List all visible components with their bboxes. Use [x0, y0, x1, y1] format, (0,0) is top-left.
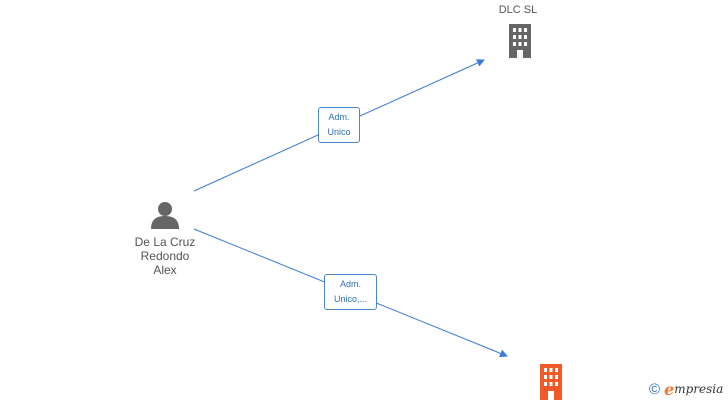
relation-label-2-line-2: Unico,...	[333, 294, 367, 304]
company-name-dlc[interactable]: DLC SL	[498, 4, 538, 16]
brand-logo-text: mpresia	[674, 382, 724, 396]
brand-logo-initial: e	[664, 379, 675, 399]
building-icon[interactable]	[535, 364, 567, 400]
person-name[interactable]: De La Cruz Redondo Alex	[115, 235, 215, 277]
relation-label-2-line-1: Adm.	[339, 279, 361, 289]
person-icon[interactable]	[150, 200, 180, 230]
building-icon[interactable]	[504, 24, 536, 58]
relation-label-1-line-2: Unico	[327, 127, 351, 137]
relation-label-1-line-1: Adm.	[328, 112, 350, 122]
relation-label-1[interactable]: Adm. Unico	[318, 107, 360, 143]
copyright-icon: ©	[649, 380, 661, 398]
relation-label-2[interactable]: Adm. Unico,...	[324, 274, 377, 310]
person-name-line-1: De La Cruz	[134, 235, 196, 249]
person-name-line-3: Alex	[153, 263, 177, 277]
brand-watermark: © e mpresia	[649, 379, 724, 399]
person-name-line-2: Redondo	[140, 249, 190, 263]
